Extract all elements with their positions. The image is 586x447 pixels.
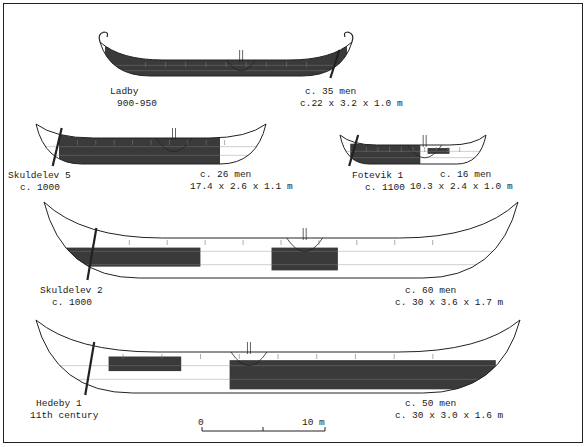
ship-profile <box>44 202 518 280</box>
dimensions: c. 30 x 3.0 x 1.6 m <box>395 410 503 421</box>
preserved-timber <box>109 357 182 372</box>
steering-oar <box>349 135 358 166</box>
ship-profile <box>340 135 486 166</box>
frame <box>4 4 583 443</box>
crew: c. 35 men <box>305 86 356 97</box>
steering-oar <box>87 228 96 280</box>
preserved-timber <box>59 126 220 164</box>
ship-profile <box>36 124 266 166</box>
ship-name: Fotevik 1 <box>352 170 403 181</box>
preserved-timber <box>350 144 420 164</box>
ship-profile <box>99 32 353 78</box>
ship-name: Skuldelev 2 <box>40 285 103 296</box>
dimensions: 17.4 x 2.6 x 1.1 m <box>190 181 293 192</box>
ship-name: Hedeby 1 <box>36 398 82 409</box>
scale-label: 10 m <box>302 417 325 428</box>
ship-profile <box>36 320 520 395</box>
preserved-timber <box>272 248 338 271</box>
date: c. 1100 <box>365 182 405 193</box>
preserved-timber <box>58 248 200 267</box>
crew: c. 60 men <box>405 285 456 296</box>
crew: c. 26 men <box>200 169 251 180</box>
dimensions: c.22 x 3.2 x 1.0 m <box>300 98 403 109</box>
date: c. 1000 <box>20 182 60 193</box>
steering-oar <box>53 128 62 166</box>
crew: c. 16 men <box>440 169 491 180</box>
date: 900-950 <box>117 98 157 109</box>
crew: c. 50 men <box>405 398 456 409</box>
scale-label: 0 <box>198 417 204 428</box>
ship-name: Skuldelev 5 <box>8 170 71 181</box>
preserved-timber <box>230 360 496 389</box>
dimensions: 10.3 x 2.4 x 1.0 m <box>410 181 513 192</box>
ship-name: Ladby <box>110 86 139 97</box>
steering-oar <box>85 342 94 395</box>
date: c. 1000 <box>52 297 92 308</box>
steering-oar <box>330 50 339 78</box>
dimensions: c. 30 x 3.6 x 1.7 m <box>395 297 503 308</box>
date: 11th century <box>30 410 98 421</box>
